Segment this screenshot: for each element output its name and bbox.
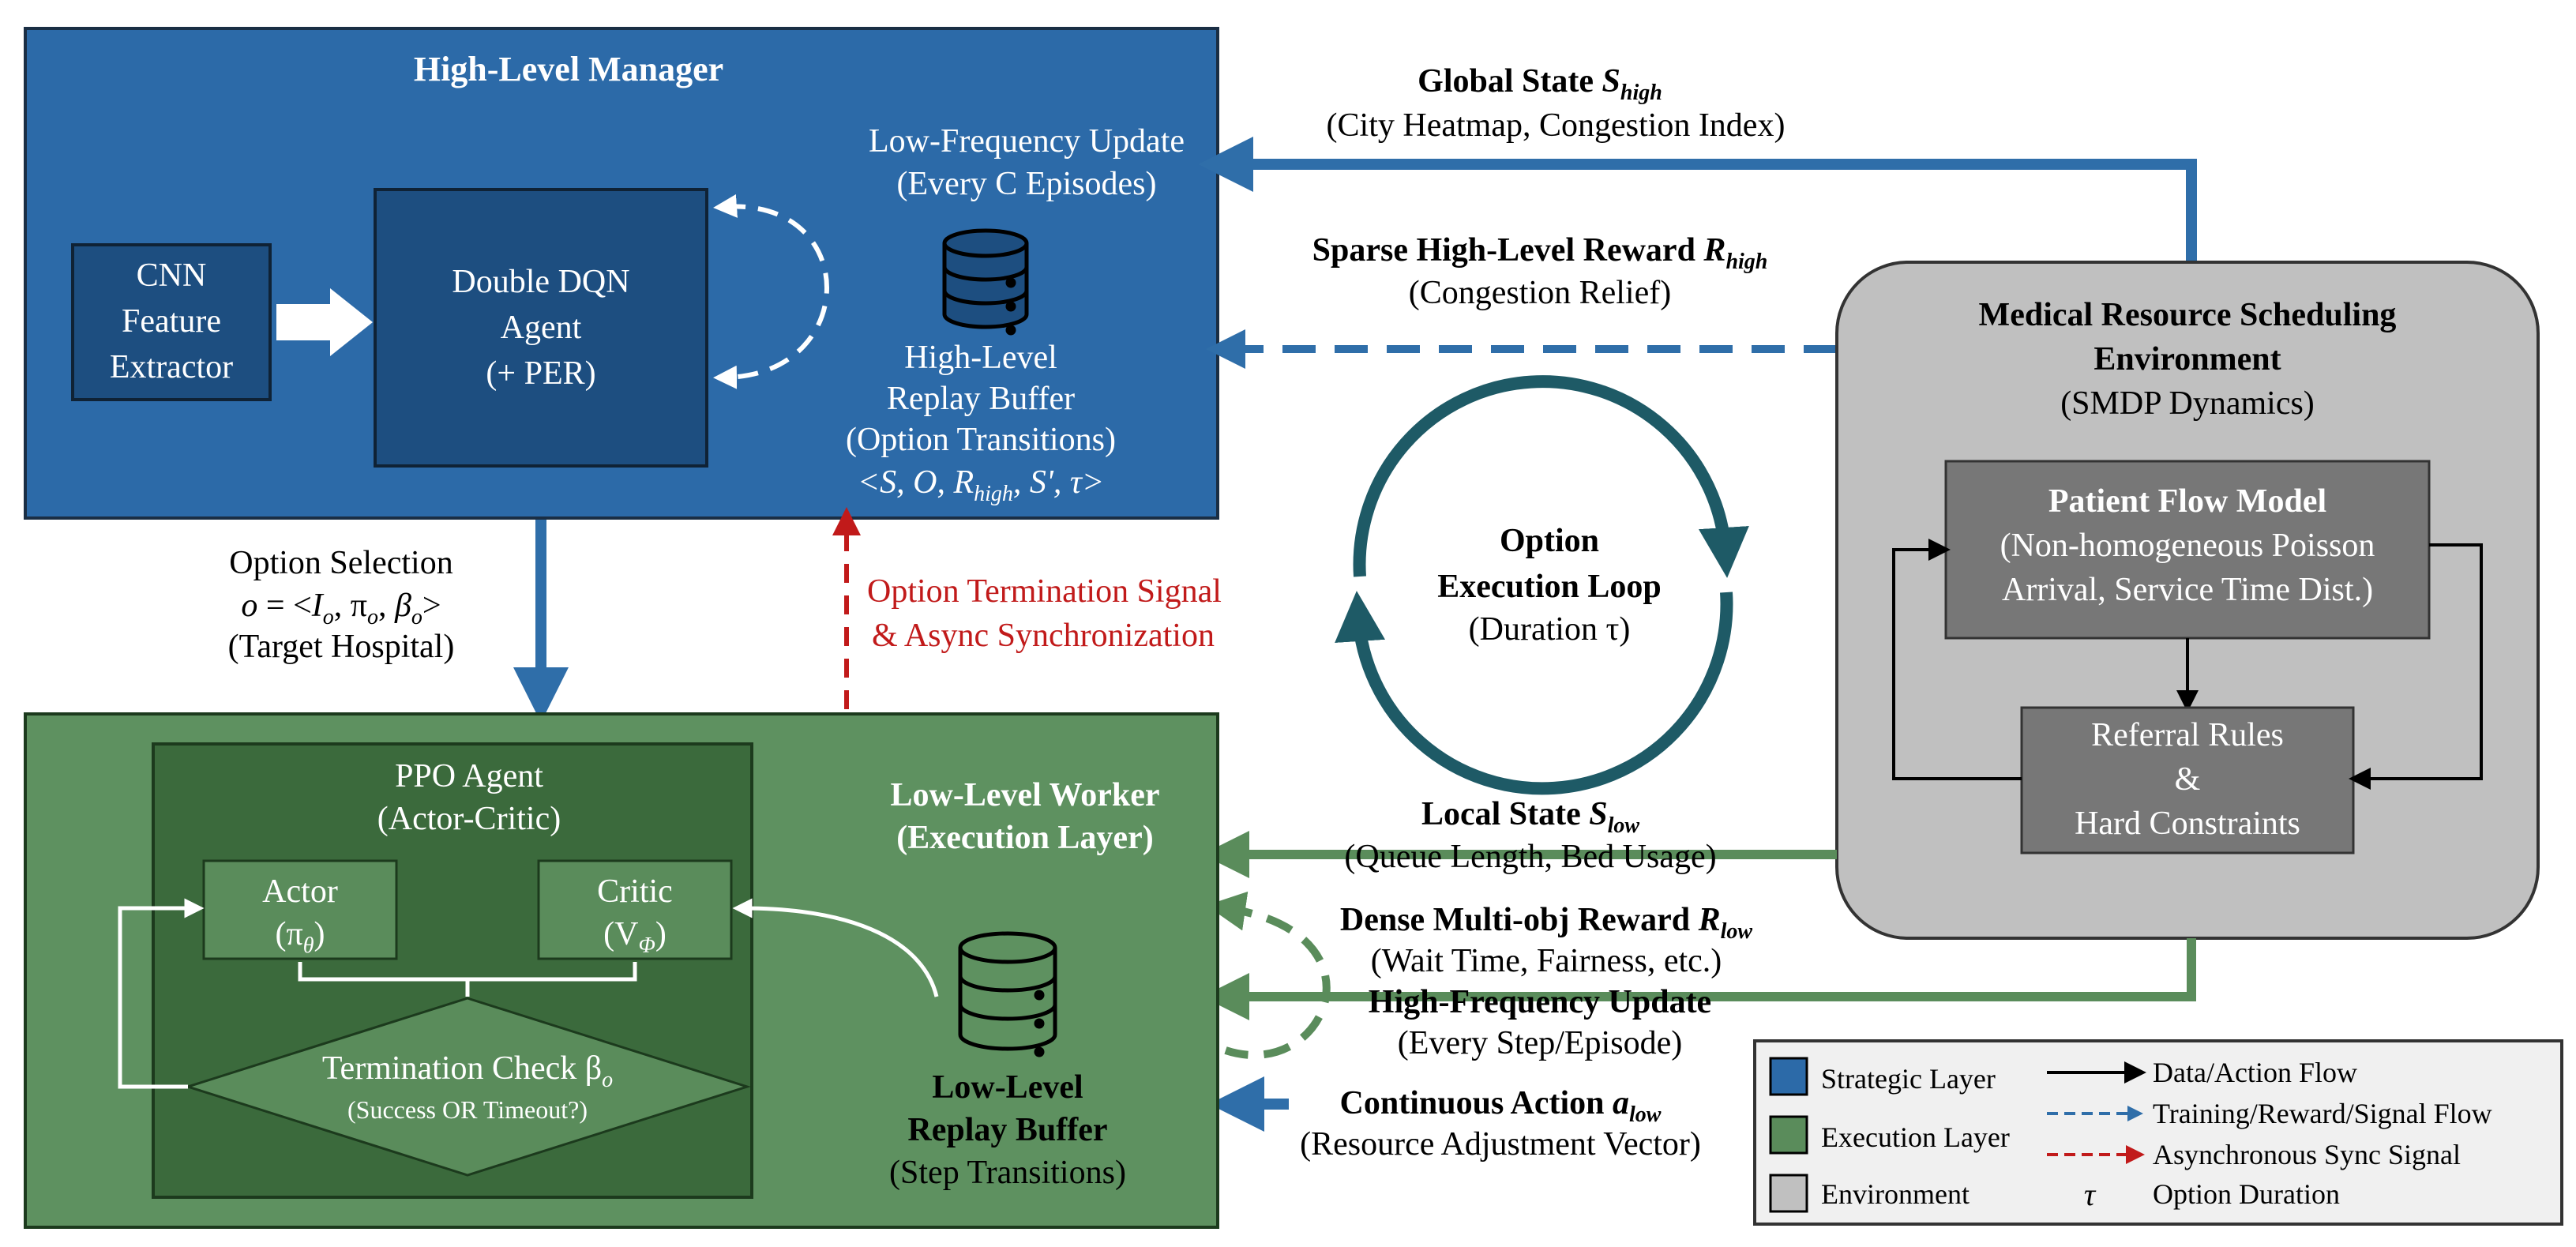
- termination-check-diamond: Termination Check βo (Success OR Timeout…: [184, 997, 751, 1177]
- legend-label-strategic: Strategic Layer: [1821, 1063, 1996, 1095]
- action-title: Continuous Action alow: [1340, 1085, 1662, 1127]
- local-state-sub: (Queue Length, Bed Usage): [1344, 839, 1716, 875]
- dense-reward-arrow: [1206, 891, 1331, 1059]
- environment-title-line1: Medical Resource Scheduling: [1979, 297, 2397, 333]
- referral-feedback-left-arrow: [1892, 539, 2022, 780]
- patient-flow-right-arrow: [2349, 543, 2483, 790]
- loop-lower-arc: [1335, 591, 1733, 795]
- option-selection-target: (Target Hospital): [228, 629, 455, 665]
- patient-flow-line1: (Non-homogeneous Poisson: [2000, 528, 2375, 564]
- low-level-worker-panel: Low-Level Worker (Execution Layer) PPO A…: [24, 712, 1219, 1229]
- legend-label-environment: Environment: [1821, 1178, 1970, 1210]
- high-level-buffer-line3: (Option Transitions): [846, 422, 1116, 458]
- dense-reward-title: Dense Multi-obj Reward Rlow: [1340, 902, 1753, 944]
- worker-title-line2: (Execution Layer): [896, 820, 1153, 856]
- option-selection-formula: o = <Io, πo, βo>: [241, 588, 441, 629]
- legend-tau-symbol: τ: [2084, 1177, 2097, 1212]
- patient-flow-model-box: Patient Flow Model (Non-homogeneous Pois…: [1944, 460, 2431, 640]
- termination-check-sub: (Success OR Timeout?): [347, 1095, 588, 1124]
- actor-sub: (πθ): [276, 916, 325, 958]
- local-state-title: Local State Slow: [1421, 796, 1639, 838]
- hf-update-sub: (Every Step/Episode): [1398, 1025, 1682, 1061]
- option-execution-loop: Option Execution Loop (Duration τ): [1335, 375, 1749, 795]
- legend-label-training: Training/Reward/Signal Flow: [2153, 1098, 2492, 1129]
- high-level-buffer-line2: Replay Buffer: [887, 381, 1075, 417]
- buffer-to-critic-arrow: [732, 898, 939, 997]
- patient-flow-title: Patient Flow Model: [2048, 483, 2326, 520]
- actor-box: Actor (πθ): [202, 859, 398, 960]
- loop-title-line1: Option: [1500, 523, 1599, 559]
- manager-title: High-Level Manager: [414, 50, 723, 88]
- actor-critic-join: [298, 962, 637, 997]
- environment-title-line2: Environment: [2093, 341, 2281, 377]
- cnn-label-line1: CNN: [137, 257, 207, 294]
- legend-label-data: Data/Action Flow: [2153, 1057, 2357, 1088]
- actor-title: Actor: [262, 873, 338, 910]
- ddqn-label-line2: Agent: [501, 310, 582, 346]
- legend: Strategic Layer Execution Layer Environm…: [1753, 1039, 2563, 1226]
- high-level-buffer-tuple: <S, O, Rhigh, S', τ>: [858, 464, 1104, 506]
- referral-line1: Referral Rules: [2091, 717, 2284, 753]
- sparse-reward-sub: (Congestion Relief): [1409, 275, 1671, 311]
- option-selection-label: Option Selection: [229, 545, 452, 581]
- legend-swatch-execution: [1769, 1115, 1808, 1155]
- ppo-sub: (Actor-Critic): [377, 801, 561, 837]
- termination-to-actor-arrow: [118, 898, 205, 1089]
- legend-label-execution: Execution Layer: [1821, 1121, 2010, 1153]
- ddqn-update-loop-arrow: [713, 194, 829, 389]
- high-frequency-update-arrow: [1202, 938, 2196, 1020]
- termination-signal-line1: Option Termination Signal: [867, 573, 1222, 610]
- low-level-database-icon: [958, 931, 1057, 1057]
- legend-label-async: Asynchronous Sync Signal: [2153, 1139, 2461, 1170]
- double-dqn-agent-box: Double DQN Agent (+ PER): [374, 188, 708, 468]
- cnn-label-line3: Extractor: [110, 349, 233, 385]
- loop-duration: (Duration τ): [1469, 611, 1631, 648]
- legend-label-duration: Option Duration: [2153, 1178, 2340, 1210]
- action-sub: (Resource Adjustment Vector): [1300, 1126, 1701, 1162]
- low-level-buffer-line3: (Step Transitions): [889, 1155, 1126, 1191]
- global-state-sub: (City Heatmap, Congestion Index): [1327, 107, 1786, 144]
- loop-title-line2: Execution Loop: [1437, 569, 1662, 605]
- cnn-to-ddqn-arrow: [276, 288, 373, 356]
- termination-signal-line2: & Async Synchronization: [872, 618, 1215, 654]
- referral-line2: &: [2175, 761, 2201, 798]
- low-level-buffer-line2: Replay Buffer: [907, 1112, 1107, 1148]
- referral-rules-box: Referral Rules & Hard Constraints: [2020, 706, 2355, 854]
- environment-panel: Medical Resource Scheduling Environment …: [1835, 261, 2540, 940]
- high-level-manager-panel: High-Level Manager CNN Feature Extractor…: [24, 27, 1219, 520]
- patient-flow-line2: Arrival, Service Time Dist.): [2002, 572, 2373, 608]
- cnn-feature-extractor-box: CNN Feature Extractor: [71, 243, 272, 401]
- ddqn-label-line3: (+ PER): [486, 355, 595, 392]
- cnn-label-line2: Feature: [122, 303, 221, 340]
- low-level-buffer-line1: Low-Level: [932, 1069, 1083, 1106]
- worker-title-line1: Low-Level Worker: [890, 777, 1159, 813]
- database-icon: [942, 228, 1029, 336]
- ppo-title: PPO Agent: [395, 758, 543, 794]
- legend-swatch-strategic: [1769, 1057, 1808, 1096]
- high-level-buffer-line1: High-Level: [904, 340, 1057, 376]
- low-frequency-update-line1: Low-Frequency Update: [869, 123, 1185, 160]
- referral-line3: Hard Constraints: [2075, 806, 2300, 842]
- ddqn-label-line1: Double DQN: [452, 264, 629, 300]
- critic-sub: (VΦ): [603, 916, 667, 958]
- critic-box: Critic (VΦ): [537, 859, 733, 960]
- legend-swatch-environment: [1769, 1174, 1808, 1213]
- critic-title: Critic: [597, 873, 673, 910]
- sparse-reward-title: Sparse High-Level Reward Rhigh: [1312, 232, 1768, 274]
- environment-sub: (SMDP Dynamics): [2060, 385, 2315, 422]
- loop-upper-arc: [1353, 375, 1749, 578]
- low-frequency-update-line2: (Every C Episodes): [897, 166, 1157, 202]
- global-state-arrow: [1198, 137, 2197, 262]
- global-state-title: Global State Shigh: [1418, 63, 1662, 105]
- dense-reward-sub: (Wait Time, Fairness, etc.): [1371, 943, 1722, 979]
- ppo-agent-box: PPO Agent (Actor-Critic) Actor (πθ) Crit…: [118, 742, 753, 1199]
- hf-update-title: High-Frequency Update: [1369, 984, 1711, 1020]
- termination-check-title: Termination Check βo: [322, 1050, 613, 1092]
